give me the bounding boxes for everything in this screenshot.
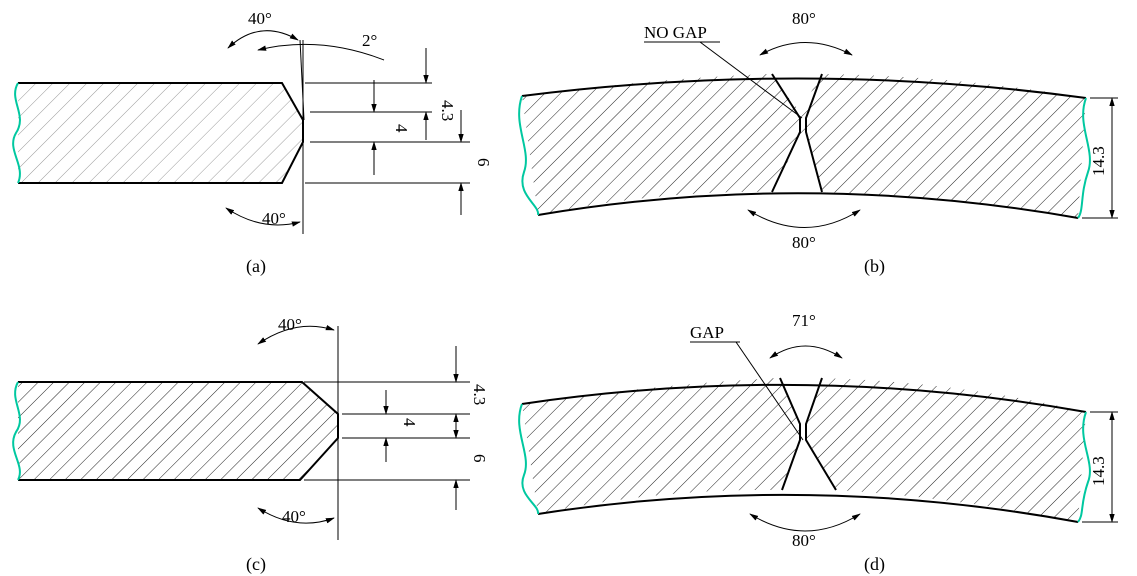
panel-b: NO GAP 80° 80° 14.3 (b) xyxy=(518,9,1118,277)
caption-b: (b) xyxy=(864,256,885,277)
plate-c xyxy=(18,382,338,480)
angle-bottom-a: 40° xyxy=(262,209,286,228)
note-d: GAP xyxy=(690,323,724,342)
caption-c: (c) xyxy=(246,554,266,575)
angle-bottom-d: 80° xyxy=(792,531,816,550)
angle-top-a: 40° xyxy=(248,9,272,28)
break-line-d-left xyxy=(518,403,540,515)
dim-upper-a: 4.3 xyxy=(438,100,457,121)
angle-top-d: 71° xyxy=(792,311,816,330)
angle-top-b: 80° xyxy=(792,9,816,28)
plate-a xyxy=(18,83,303,183)
thickness-b: 14.3 xyxy=(1089,146,1108,176)
dim-lower-c: 6 xyxy=(470,454,489,463)
angle-small-a: 2° xyxy=(362,31,377,50)
angle-bottom-c: 40° xyxy=(282,507,306,526)
break-line-d-right xyxy=(1077,411,1091,523)
note-b: NO GAP xyxy=(644,23,707,42)
break-line-c xyxy=(12,381,21,481)
dim-lower-a: 6 xyxy=(474,158,493,167)
angle-top-c: 40° xyxy=(278,315,302,334)
panel-d: GAP 71° 80° 14.3 (d) xyxy=(518,311,1118,575)
thickness-d: 14.3 xyxy=(1089,456,1108,486)
dim-upper-c: 4.3 xyxy=(470,384,489,405)
plate-d xyxy=(522,378,1086,522)
break-line-b-right xyxy=(1077,97,1091,219)
caption-d: (d) xyxy=(864,554,885,575)
plate-b xyxy=(522,74,1086,218)
caption-a: (a) xyxy=(246,256,266,277)
dim-root-c: 4 xyxy=(400,418,419,427)
panel-a: 40° 2° 40° 4.3 4 6 (a) xyxy=(12,9,493,277)
dim-root-a: 4 xyxy=(392,124,411,133)
angle-bottom-b: 80° xyxy=(792,233,816,252)
break-line-a xyxy=(12,82,21,184)
panel-c: 40° 40° 4.3 4 6 (c) xyxy=(12,315,489,575)
break-line-b-left xyxy=(518,95,540,216)
